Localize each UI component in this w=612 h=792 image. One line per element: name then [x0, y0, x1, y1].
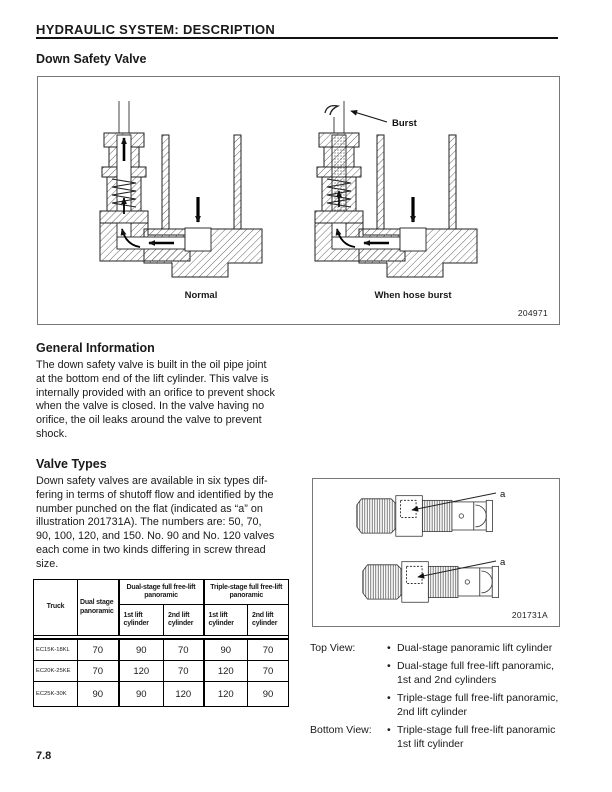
page-number: 7.8: [36, 750, 52, 762]
bullet-icon: •: [387, 642, 391, 654]
view-item-text: Triple-stage full free-lift panoramic, 2…: [397, 692, 559, 718]
down-safety-valve-diagram: Burst: [99, 101, 478, 278]
paragraph-line: orifice, the oil leaks around the valve …: [36, 414, 262, 427]
table-header-dual-full: Dual-stage full free-lift panoramic: [118, 579, 205, 605]
truck-name: EC20K-25KE: [33, 660, 78, 682]
list-item: • Triple-stage full free-lift panoramic,…: [387, 691, 584, 719]
paragraph-line: each come in two kinds differing in scre…: [36, 543, 266, 556]
truck-name: EC15K-18KL: [33, 638, 78, 661]
table-row: EC15K-18KL 70 90 70 90 70: [33, 638, 289, 661]
paragraph-line: 90, 100, 120, and 150. No. 90 and No. 12…: [36, 530, 275, 543]
bottom-view-label: Bottom View:: [310, 724, 372, 736]
valve-normal-drawing: [99, 101, 263, 278]
flat-label-a: a: [500, 557, 506, 568]
table-cell: 120: [203, 660, 248, 682]
valve-flat-diagram: a a: [356, 489, 506, 603]
table-subheader-2nd: 2nd lift cylinder: [247, 604, 289, 636]
valve-types-paragraph: Down safety valves are available in six …: [36, 475, 274, 572]
table-cell: 90: [118, 638, 164, 661]
top-view-row: Top View: • Dual-stage panoramic lift cy…: [310, 641, 584, 723]
table-row: EC25K-30K 90 90 120 120 90: [33, 681, 289, 707]
view-item-text: Triple-stage full free-lift panoramic 1s…: [397, 724, 556, 750]
table-cell: 70: [77, 638, 120, 661]
table-cell: 90: [247, 681, 289, 707]
table-row: EC20K-25KE 70 120 70 120 70: [33, 660, 289, 682]
figure-label-normal: Normal: [184, 290, 218, 301]
valve-number-table: Truck Dual stage panoramic Dual-stage fu…: [33, 579, 289, 707]
table-cell: 120: [118, 660, 164, 682]
top-view-label: Top View:: [310, 642, 356, 654]
table-cell: 70: [247, 660, 289, 682]
table-subheader-1st: 1st lift cylinder: [203, 604, 248, 636]
flat-leader-line: [411, 492, 497, 512]
table-header-triple-full: Triple-stage full free-lift panoramic: [203, 579, 289, 605]
section-title-down-safety-valve: Down Safety Valve: [36, 52, 147, 66]
paragraph-line: number punched on the flat (indicated as…: [36, 502, 263, 515]
table-cell: 120: [203, 681, 248, 707]
table-cell: 120: [163, 681, 205, 707]
burst-curl: [324, 105, 341, 116]
paragraph-line: when the valve is closed. In the valve h…: [36, 400, 265, 413]
valve-types-heading: Valve Types: [36, 457, 107, 471]
table-header-separator: [33, 635, 289, 640]
view-legend: Top View: • Dual-stage panoramic lift cy…: [310, 641, 584, 755]
bullet-icon: •: [387, 724, 391, 736]
table-header-dual-stage: Dual stage panoramic: [77, 579, 120, 636]
general-information-heading: General Information: [36, 341, 155, 355]
list-item: • Dual-stage full free-lift panoramic, 1…: [387, 659, 584, 687]
bullet-icon: •: [387, 660, 391, 672]
flat-leader-line: [417, 560, 497, 579]
header-rule: [36, 37, 558, 39]
page-title: HYDRAULIC SYSTEM: DESCRIPTION: [36, 22, 276, 37]
table-cell: 70: [247, 638, 289, 661]
figure-204971: Burst: [37, 76, 560, 325]
paragraph-line: The down safety valve is built in the oi…: [36, 359, 267, 371]
paragraph-line: size.: [36, 557, 59, 570]
bottom-view-row: Bottom View: • Triple-stage full free-li…: [310, 723, 584, 755]
valve-burst-drawing: Burst: [314, 101, 478, 278]
figure-201731A: a a 201731A: [312, 478, 560, 627]
table-cell: 90: [118, 681, 164, 707]
table-subheader-1st: 1st lift cylinder: [118, 604, 164, 636]
table-cell: 70: [163, 638, 205, 661]
view-item-text: Dual-stage panoramic lift cylinder: [397, 642, 553, 654]
view-item-text: Dual-stage full free-lift panoramic, 1st…: [397, 660, 554, 686]
figure-number: 204971: [517, 308, 548, 318]
figure-number: 201731A: [511, 610, 548, 620]
valve-bottom-view-drawing: [362, 561, 499, 603]
table-header-truck: Truck: [33, 579, 78, 636]
burst-annotation: Burst: [392, 118, 418, 129]
list-item: • Triple-stage full free-lift panoramic …: [387, 723, 584, 751]
table-cell: 70: [77, 660, 120, 682]
truck-name: EC25K-30K: [33, 681, 78, 707]
paragraph-line: illustration 201731A). The numbers are: …: [36, 516, 262, 529]
list-item: • Dual-stage panoramic lift cylinder: [387, 641, 584, 655]
table-subheader-2nd: 2nd lift cylinder: [163, 604, 205, 636]
valve-top-view-drawing: [356, 495, 493, 537]
paragraph-line: internally provided with an orifice to p…: [36, 386, 275, 399]
table-cell: 90: [77, 681, 120, 707]
table-cell: 70: [163, 660, 205, 682]
paragraph-line: shock.: [36, 427, 68, 440]
table-cell: 90: [203, 638, 248, 661]
burst-leader-line: [350, 109, 388, 123]
figure-label-when-hose-burst: When hose burst: [374, 290, 452, 301]
flat-label-a: a: [500, 489, 506, 500]
paragraph-line: fering in terms of shutoff flow and iden…: [36, 488, 274, 501]
general-information-paragraph: The down safety valve is built in the oi…: [36, 359, 275, 442]
bullet-icon: •: [387, 692, 391, 704]
paragraph-line: at the bottom end of the lift cylinder. …: [36, 372, 269, 385]
paragraph-line: Down safety valves are available in six …: [36, 475, 268, 487]
